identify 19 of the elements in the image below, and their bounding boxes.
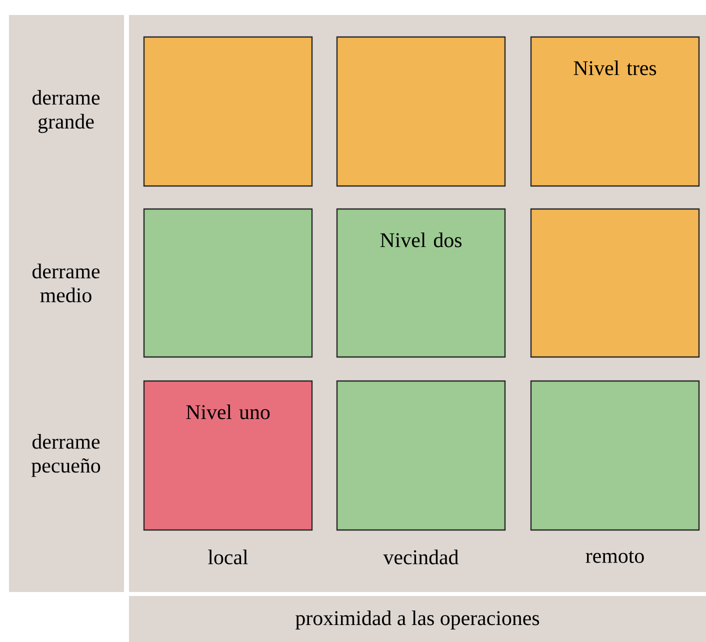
row-label: derrame pecueño bbox=[32, 434, 100, 477]
box bbox=[143, 36, 313, 187]
column-label: remoto bbox=[586, 551, 644, 563]
box bbox=[336, 380, 506, 531]
box bbox=[530, 208, 700, 358]
row-label: derrame medio bbox=[32, 264, 100, 302]
level-label: Nivel dos bbox=[380, 232, 462, 248]
level-box bbox=[336, 208, 506, 358]
axis-title-band: proximidad a las operaciones bbox=[129, 596, 706, 642]
row-label: derrame grande bbox=[32, 90, 100, 133]
level-box bbox=[143, 380, 313, 531]
column-label: local bbox=[208, 550, 248, 564]
box bbox=[530, 380, 700, 531]
box bbox=[336, 36, 506, 187]
level-label: Nivel uno bbox=[186, 404, 270, 420]
level-box bbox=[530, 36, 700, 187]
box bbox=[143, 208, 313, 358]
level-label: Nivel tres bbox=[574, 60, 656, 76]
column-label: vecindad bbox=[383, 550, 459, 564]
